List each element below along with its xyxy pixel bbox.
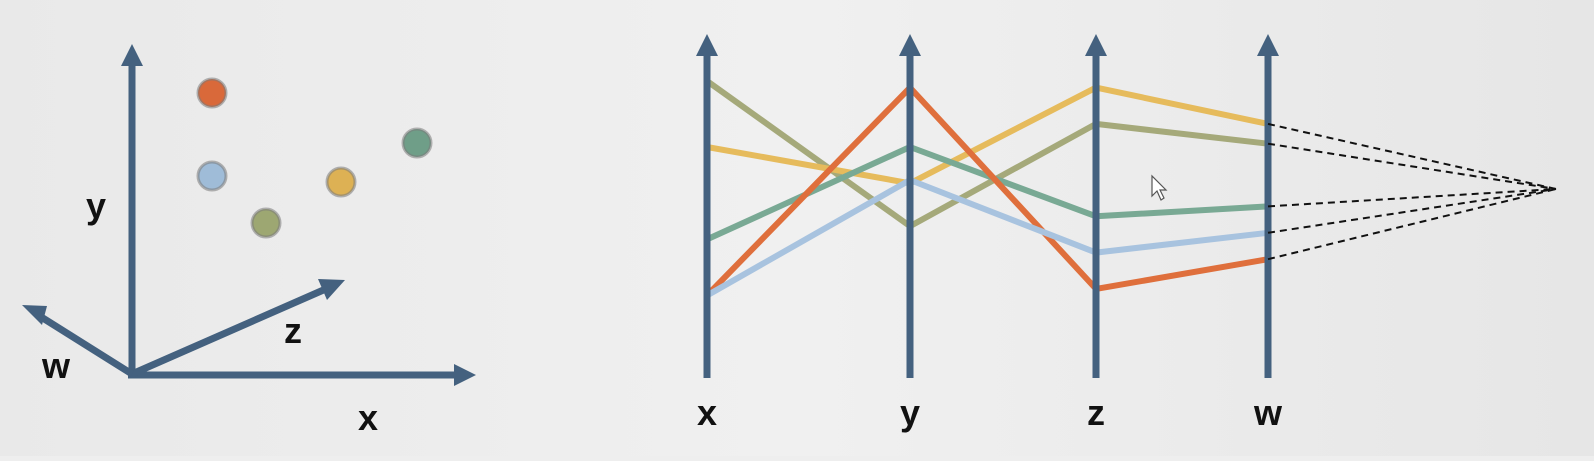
cartesian-z-arrowhead — [318, 279, 345, 300]
point-yellow — [325, 166, 357, 198]
point-orange — [196, 77, 228, 109]
cartesian-y-arrowhead — [121, 44, 143, 66]
mouse-cursor-icon — [1151, 174, 1168, 201]
parallel-axis-z-arrowhead — [1085, 34, 1107, 56]
cartesian-z-label: z — [284, 310, 302, 351]
cartesian-plot: y x z w — [22, 44, 476, 438]
cartesian-z-axis — [130, 284, 330, 378]
point-teal — [401, 127, 433, 159]
parallel-axis-y-label: y — [900, 392, 920, 433]
series-line-blue — [705, 177, 1269, 299]
point-olive — [250, 207, 282, 239]
projection-line-teal — [1267, 188, 1557, 208]
projection-line-orange — [1267, 188, 1557, 261]
cartesian-w-arrowhead — [22, 305, 47, 325]
series-line-yellow — [706, 84, 1269, 187]
projection-line-blue — [1267, 188, 1557, 234]
parallel-axis-w-label: w — [1253, 392, 1283, 433]
series-line-orange — [704, 84, 1269, 298]
projection-lines — [1267, 122, 1557, 261]
parallel-series-lines — [704, 78, 1269, 299]
cartesian-x-label: x — [358, 397, 378, 438]
parallel-axis-z-label: z — [1087, 392, 1105, 433]
parallel-axis-x-label: x — [697, 392, 717, 433]
series-line-olive — [705, 78, 1269, 230]
cartesian-w-axis — [36, 312, 134, 377]
parallel-axis-x-arrowhead — [696, 34, 718, 56]
projection-line-yellow — [1267, 122, 1557, 190]
point-blue — [196, 160, 228, 192]
cartesian-points — [196, 77, 433, 239]
cartesian-w-label: w — [41, 345, 71, 386]
parallel-axis-y-arrowhead — [899, 34, 921, 56]
projection-line-olive — [1267, 142, 1557, 190]
cartesian-y-label: y — [86, 185, 106, 226]
cartesian-x-arrowhead — [454, 364, 476, 386]
parallel-axis-w-arrowhead — [1257, 34, 1279, 56]
